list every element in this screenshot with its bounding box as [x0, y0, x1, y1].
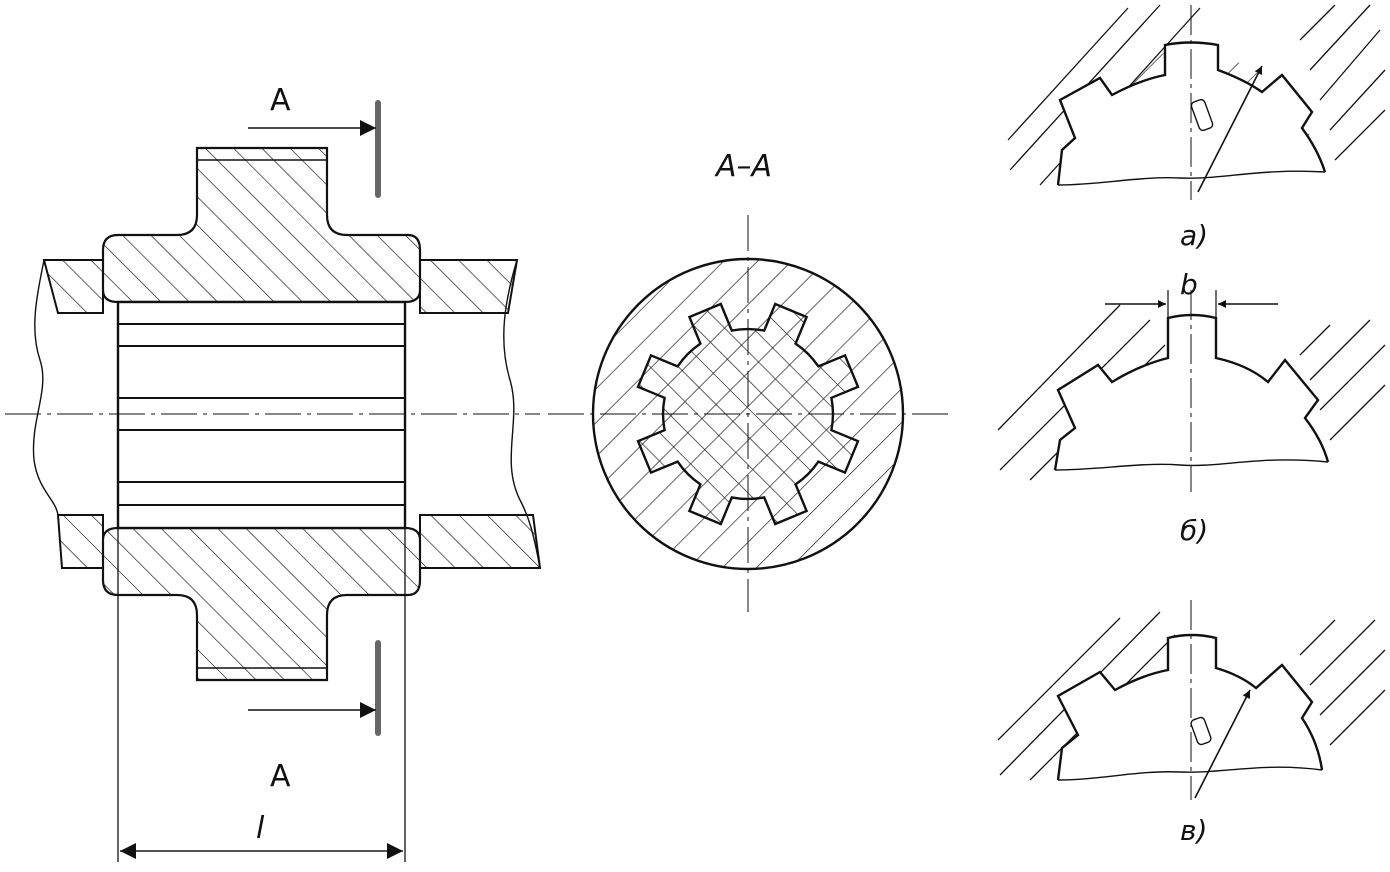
section-mark-top: A	[270, 83, 291, 118]
spline-shaft-section	[116, 300, 407, 530]
variant-a-detail: a)	[1007, 4, 1386, 252]
housing-upper-right	[419, 259, 519, 314]
housing-lower-left	[56, 514, 104, 569]
length-dimension: l	[117, 528, 406, 862]
variant-c-label: в)	[1180, 814, 1207, 847]
variant-a-radius-arrow	[1197, 65, 1263, 193]
hub-upper	[101, 146, 422, 304]
cutting-plane: A A	[248, 83, 381, 794]
section-title: A–A	[714, 149, 772, 184]
cross-section-view: A–A	[591, 149, 905, 612]
length-label: l	[256, 811, 265, 846]
longitudinal-view	[5, 146, 948, 682]
housing-upper-left	[42, 259, 104, 314]
width-label: b	[1180, 268, 1198, 301]
variant-c-detail: в)	[997, 600, 1386, 847]
variant-b-label: б)	[1180, 514, 1208, 547]
hub-lower	[101, 526, 422, 682]
variant-c-radius-arrow	[1194, 689, 1251, 799]
variant-a-label: a)	[1180, 219, 1208, 252]
variant-b-detail: b б)	[997, 268, 1386, 547]
section-mark-bottom: A	[270, 759, 291, 794]
housing-lower-right	[419, 514, 542, 569]
variant-c-profile	[1056, 633, 1324, 781]
